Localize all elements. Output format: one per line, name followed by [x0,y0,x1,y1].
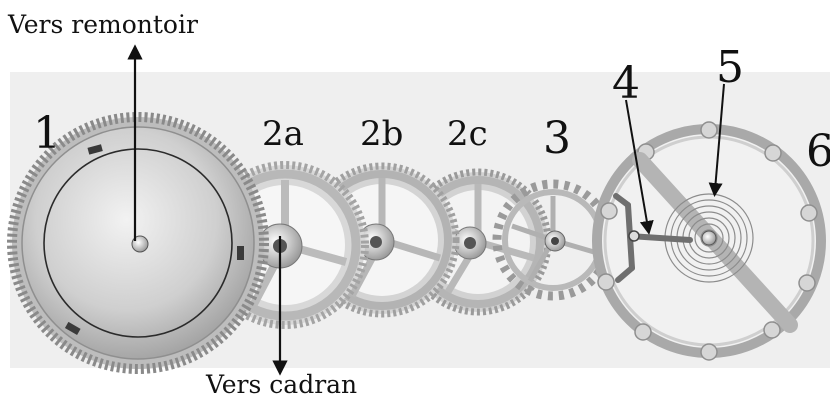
caption-towards-dial: Vers cadran [206,370,358,399]
label-balance-spring: 5 [716,42,744,93]
pallet-pivot [628,230,640,242]
label-wheel-2a: 2a [262,114,304,154]
label-wheel-2b: 2b [360,114,404,154]
caption-towards-winding: Vers remontoir [8,10,198,39]
label-barrel: 1 [33,108,61,159]
arrow-to-balance-spring [708,83,725,197]
barrel-1 [7,112,269,374]
label-escape-wheel: 3 [543,113,571,164]
label-pallet-fork: 4 [612,58,640,109]
label-balance-wheel: 6 [806,126,830,177]
label-wheel-2c: 2c [447,114,488,154]
balance-staff [701,230,717,246]
arrow-to-pallet-fork [625,99,654,235]
